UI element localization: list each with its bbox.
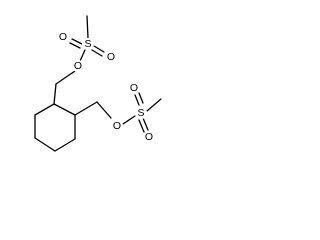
oxygen-atom-upper-right: O [107,51,115,63]
s-o-double-bond-upper-left-a [71,38,83,45]
s-o-double-bond-upper-right-b [91,49,103,57]
sulfur-atom-lower: S [137,107,144,119]
ester-oxygen-atom-upper: O [74,60,82,72]
s-o-double-bond-upper-left-b [69,42,81,49]
ch2-to-o-bond-lower [96,101,112,119]
oxygen-atom-lower-bottom: O [145,131,153,143]
o-to-s-bond-upper [79,49,86,62]
s-o-double-bond-lower-bottom-b [142,117,149,131]
ring-bond-4 [54,138,76,152]
s-o-double-bond-lower-top-a [134,94,140,106]
upper-mesylate-group [53,15,105,105]
structure-diagram: S O O O S O O O [34,15,162,152]
ring-bond-6 [53,103,76,116]
s-to-ch3-bond-lower [146,98,162,112]
ring-to-ch2-bond-upper [53,83,57,105]
lower-atom-labels: S O O O [111,82,155,143]
s-o-double-bond-upper-right-a [93,45,105,53]
ring-to-ch2-bond-lower [74,101,98,116]
ring-bond-3 [34,137,56,152]
lower-mesylate-group [74,92,162,133]
ester-oxygen-atom-lower: O [113,120,121,132]
ring-bond-1 [34,103,55,116]
oxygen-atom-upper-left: O [59,31,67,43]
upper-atom-labels: S O O O [57,31,117,72]
o-to-s-bond-lower [122,115,136,125]
s-o-double-bond-lower-top-b [138,92,144,104]
ch2-to-o-bond-upper [55,70,76,85]
s-o-double-bond-lower-bottom-a [138,119,145,133]
cyclohexane-ring [34,103,76,152]
sulfur-atom-upper: S [84,38,91,50]
oxygen-atom-lower-top: O [130,82,138,94]
s-to-ch3-bond-upper [86,15,89,39]
